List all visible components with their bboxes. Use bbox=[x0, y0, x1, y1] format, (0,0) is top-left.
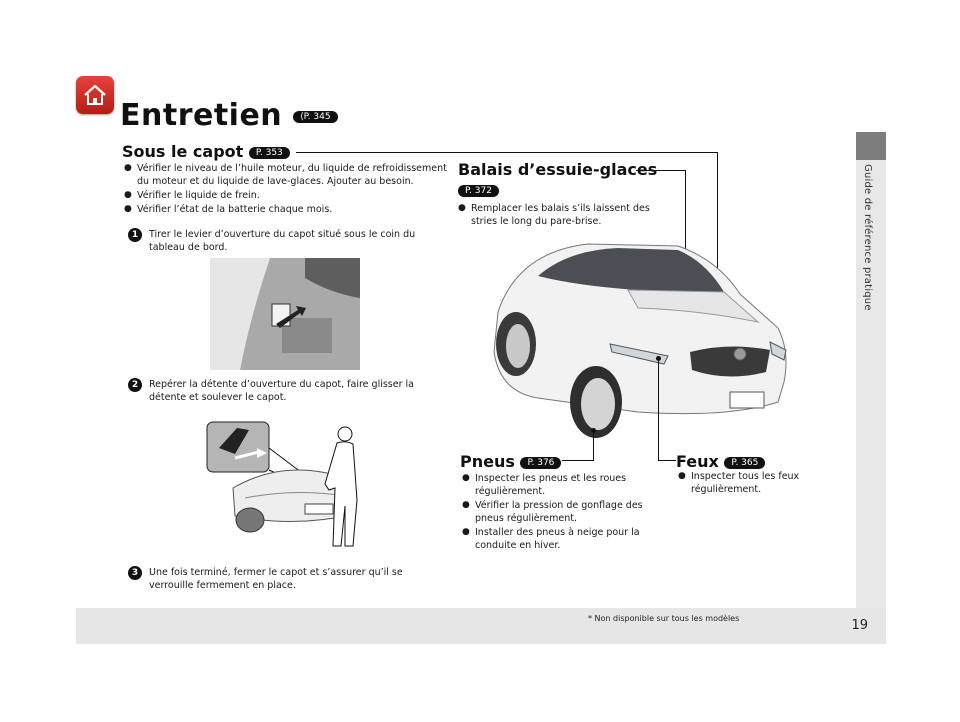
lights-leader-line bbox=[658, 460, 676, 461]
sidebar-strip bbox=[856, 132, 886, 642]
title-ref-text: P. 345 bbox=[303, 111, 331, 122]
lights-title-text: Feux bbox=[676, 452, 719, 471]
step-2-text: Repérer la détente d’ouverture du capot,… bbox=[149, 379, 414, 403]
step-2-badge: 2 bbox=[128, 378, 142, 392]
wiper-leader-line-vertical bbox=[685, 170, 686, 296]
hood-latch-illustration bbox=[206, 421, 358, 547]
home-icon bbox=[84, 84, 106, 105]
wiper-leader-line bbox=[636, 170, 686, 171]
under-hood-bullets: Vérifier le niveau de l’huile moteur, du… bbox=[124, 162, 452, 217]
page-title: Entretien ⟨P. 345 bbox=[120, 98, 338, 133]
list-item: Vérifier le niveau de l’huile moteur, du… bbox=[124, 162, 452, 188]
hood-lever-illustration bbox=[210, 258, 360, 370]
tire-pointer-dot bbox=[591, 428, 596, 433]
under-hood-ref: P. 353 bbox=[255, 147, 283, 158]
step-3-badge: 3 bbox=[128, 566, 142, 580]
lights-ref-link[interactable]: P. 365 bbox=[724, 456, 766, 469]
headlight-pointer-dot bbox=[656, 356, 661, 361]
list-item: Remplacer les balais s’ils laissent des … bbox=[458, 202, 658, 228]
wiper-bullets: Remplacer les balais s’ils laissent des … bbox=[458, 202, 658, 229]
lights-title: Feux P. 365 bbox=[676, 452, 766, 471]
sidebar-label: Guide de référence pratique bbox=[862, 164, 873, 311]
tires-leader-line-vertical bbox=[593, 430, 594, 461]
page-number: 19 bbox=[851, 618, 868, 633]
tires-title-text: Pneus bbox=[460, 452, 515, 471]
list-item: Vérifier le liquide de frein. bbox=[124, 189, 452, 202]
wiper-ref: P. 372 bbox=[465, 186, 492, 196]
list-item: Installer des pneus à neige pour la cond… bbox=[462, 526, 652, 552]
suv-illustration bbox=[493, 243, 787, 438]
tires-leader-line bbox=[562, 460, 594, 461]
page-title-text: Entretien bbox=[120, 98, 283, 133]
sidebar-tab[interactable] bbox=[856, 132, 886, 160]
under-hood-ref-link[interactable]: P. 353 bbox=[248, 146, 290, 159]
under-hood-leader-line-vertical bbox=[717, 152, 718, 308]
tires-bullets: Inspecter les pneus et les roues réguliè… bbox=[462, 472, 652, 553]
tires-ref: P. 376 bbox=[527, 457, 555, 468]
list-item: Inspecter tous les feux régulièrement. bbox=[678, 470, 818, 496]
list-item: Vérifier l’état de la batterie chaque mo… bbox=[124, 203, 452, 216]
under-hood-title-text: Sous le capot bbox=[122, 142, 244, 161]
list-item: Vérifier la pression de gonflage des pne… bbox=[462, 499, 652, 525]
home-button[interactable] bbox=[76, 76, 114, 114]
step-1-badge: 1 bbox=[128, 228, 142, 242]
under-hood-title: Sous le capot P. 353 bbox=[122, 142, 290, 161]
tires-ref-link[interactable]: P. 376 bbox=[520, 456, 562, 469]
lights-leader-line-vertical bbox=[658, 358, 659, 461]
list-item: Inspecter les pneus et les roues réguliè… bbox=[462, 472, 652, 498]
hood-release-lever-photo bbox=[210, 258, 360, 370]
step-1-text: Tirer le levier d’ouverture du capot sit… bbox=[149, 229, 416, 253]
under-hood-leader-line bbox=[296, 152, 718, 153]
footnote: * Non disponible sur tous les modèles bbox=[588, 614, 740, 623]
title-page-ref-link[interactable]: ⟨P. 345 bbox=[293, 110, 338, 123]
lights-bullets: Inspecter tous les feux régulièrement. bbox=[678, 470, 818, 497]
wiper-blades-title: Balais d’essuie-glaces bbox=[458, 160, 658, 179]
lights-ref: P. 365 bbox=[731, 457, 759, 468]
step-3-text: Une fois terminé, fermer le capot et s’a… bbox=[149, 567, 403, 591]
page-footer: 19 bbox=[76, 608, 886, 644]
wiper-ref-link[interactable]: P. 372 bbox=[458, 185, 499, 197]
tires-title: Pneus P. 376 bbox=[460, 452, 562, 471]
